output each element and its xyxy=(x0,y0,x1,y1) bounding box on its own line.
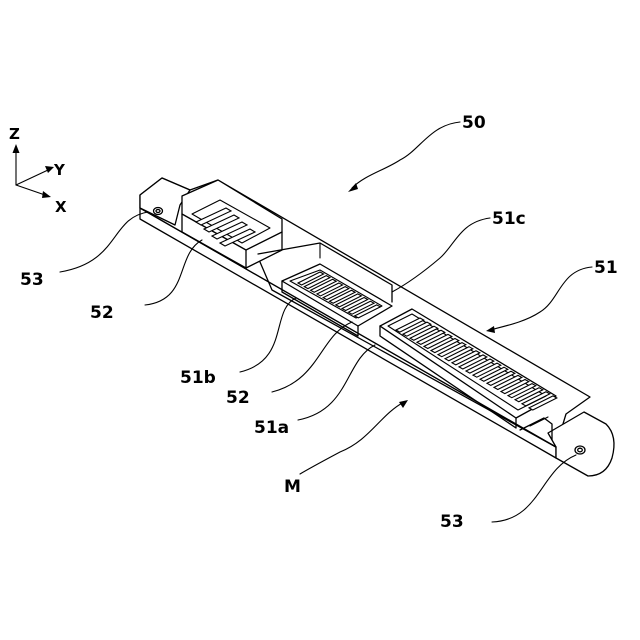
leader-51a xyxy=(298,345,375,420)
label-51c: 51c xyxy=(492,209,526,229)
mounting-hole-right-inner xyxy=(578,448,583,452)
leader-51c xyxy=(392,218,490,292)
label-51b: 51b xyxy=(180,368,216,388)
y-axis-arrow-icon xyxy=(45,166,54,173)
label-50: 50 xyxy=(462,113,486,133)
label-51a: 51a xyxy=(254,418,289,438)
connector-body xyxy=(140,178,614,476)
leader-50 xyxy=(352,122,460,188)
axis-label-z: Z xyxy=(9,125,20,143)
x-axis-arrow-icon xyxy=(42,191,51,198)
leader-m xyxy=(300,402,404,474)
x-axis-line xyxy=(16,185,45,195)
label-51: 51 xyxy=(594,258,618,278)
label-53-left: 53 xyxy=(20,270,44,290)
axis-label-y: Y xyxy=(53,161,66,179)
z-axis-arrow-icon xyxy=(13,144,20,153)
axis-indicator: Z Y X xyxy=(9,125,67,216)
label-52-upper: 52 xyxy=(90,303,114,323)
label-52-lower: 52 xyxy=(226,388,250,408)
label-m: M xyxy=(284,477,301,497)
label-53-right: 53 xyxy=(440,512,464,532)
leader-51b xyxy=(240,298,296,372)
mounting-hole-left-inner xyxy=(156,210,160,213)
axis-label-x: X xyxy=(55,198,67,216)
leader-53-right xyxy=(492,455,576,522)
leader-53-left xyxy=(60,212,148,272)
leader-m-arrow-icon xyxy=(399,400,408,408)
reference-labels: 50 51 51c 53 52 51b 52 51a M 53 xyxy=(20,113,618,532)
y-axis-line xyxy=(16,170,48,185)
body-front-face xyxy=(140,208,556,458)
leader-51-arrow-icon xyxy=(486,326,495,333)
leader-51 xyxy=(490,267,592,330)
